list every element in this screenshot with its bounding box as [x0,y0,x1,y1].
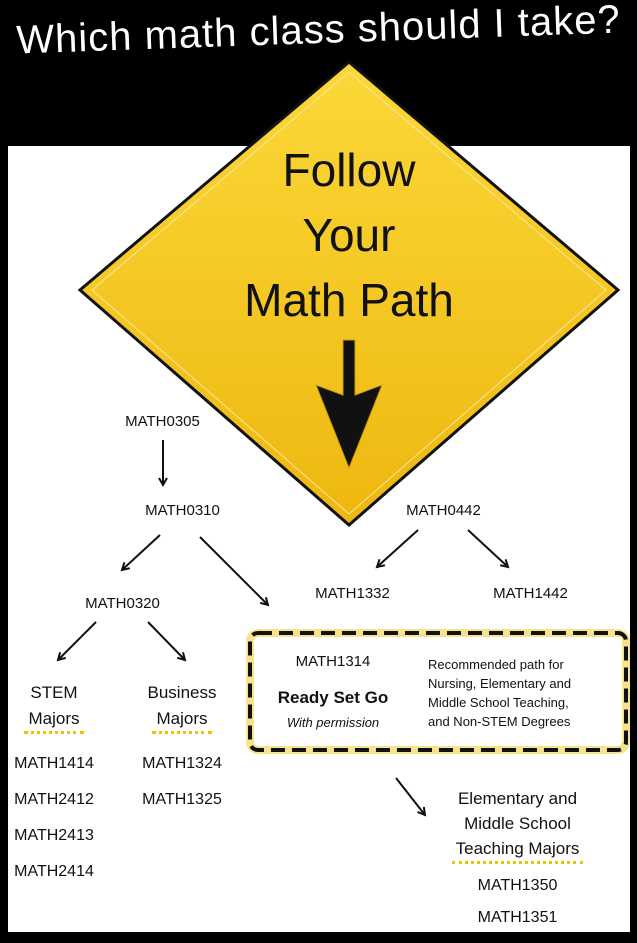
business-course-list: MATH1324 MATH1325 [132,746,232,818]
stem-heading-line1: STEM [30,683,78,702]
course-math1314: MATH1314 [295,653,371,670]
business-course: MATH1324 [142,755,222,772]
warning-sign-diamond [77,60,621,527]
business-course: MATH1325 [142,791,222,808]
ready-set-go-label: Ready Set Go [277,688,389,707]
description-line: and Non-STEM Degrees [428,714,571,729]
stem-course: MATH2412 [14,791,94,808]
business-heading-line2: Majors [152,709,212,734]
arrow-0442-1332 [377,529,419,567]
course-math0310: MATH0310 [145,502,220,519]
teaching-heading-line: Middle School [464,814,571,833]
course-math0320: MATH0320 [85,595,160,612]
course-math1332: MATH1332 [315,585,390,602]
arrow-0310-box [199,536,268,605]
stem-heading-line2: Majors [24,709,84,734]
teaching-course-list: MATH1350 MATH1351 [465,870,570,934]
description-line: Middle School Teaching, [428,695,569,710]
arrow-0320-stem [58,621,97,660]
arrow-box-teaching [395,777,425,815]
stem-course-list: MATH1414 MATH2412 MATH2413 MATH2414 [4,746,104,890]
description-line: Nursing, Elementary and [428,676,572,691]
teaching-heading-line: Teaching Majors [451,839,584,864]
arrow-0310-0320 [122,534,161,570]
teaching-heading-line: Elementary and [457,789,578,808]
business-heading-line1: Business [147,683,217,702]
teaching-majors-heading: Elementary and Middle School Teaching Ma… [430,786,605,864]
down-arrow-icon [315,339,383,470]
sign-text-line1: Follow [282,144,416,196]
permission-note: With permission [286,715,380,730]
stem-course: MATH1414 [14,755,94,772]
course-math1442: MATH1442 [493,585,568,602]
course-math0305: MATH0305 [125,413,200,430]
teaching-course: MATH1350 [477,877,558,894]
stem-course: MATH2414 [14,863,94,880]
business-majors-heading: Business Majors [132,680,232,734]
arrow-0320-business [147,621,185,660]
teaching-course: MATH1351 [477,909,558,926]
description-line: Recommended path for [428,657,564,672]
sign-text-line2: Your [302,209,396,261]
course-math0442: MATH0442 [406,502,481,519]
stem-majors-heading: STEM Majors [4,680,104,734]
recommended-description: Recommended path for Nursing, Elementary… [428,655,618,731]
stem-course: MATH2413 [14,827,94,844]
arrow-0442-1442 [467,529,508,567]
sign-text-line3: Math Path [244,274,454,326]
